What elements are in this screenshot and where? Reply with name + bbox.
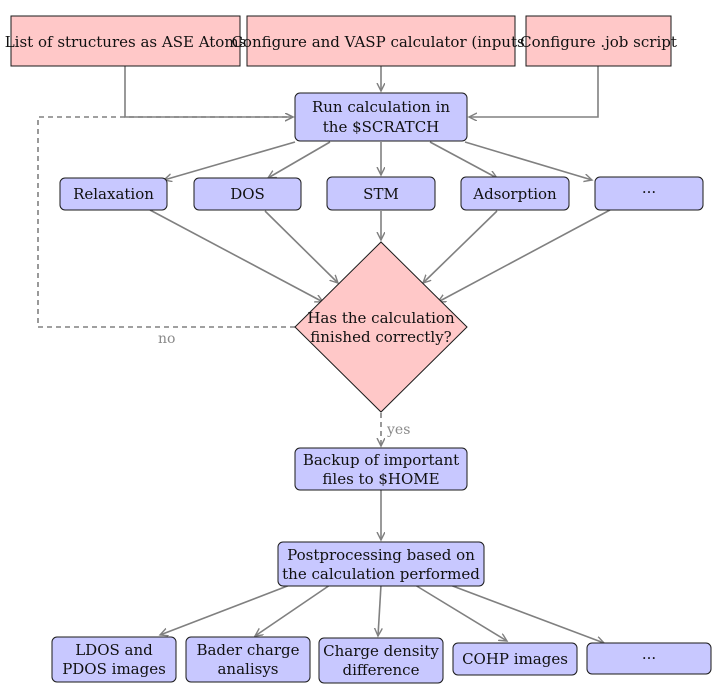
calc-dos-label: DOS xyxy=(230,185,265,203)
postprocessing-line1: Postprocessing based on xyxy=(287,546,475,564)
arrow-post-to-bader xyxy=(255,584,331,636)
arrow-run-to-relaxation xyxy=(164,141,296,180)
calc-adsorption-label: Adsorption xyxy=(472,185,557,203)
arrow-run-to-more xyxy=(464,141,592,180)
input-job-label: Configure .job script xyxy=(520,33,677,51)
backup-line2: files to $HOME xyxy=(322,470,439,488)
calc-relaxation-box: Relaxation xyxy=(59,177,168,211)
decision-line2: finished correctly? xyxy=(310,328,451,346)
arrow-dos-to-decision xyxy=(264,210,338,283)
output-ldos-line1: LDOS and xyxy=(75,641,153,659)
arrow-run-to-dos xyxy=(268,141,331,178)
backup-box: Backup of important files to $HOME xyxy=(294,447,468,491)
input-vasp-label: Configure and VASP calculator (inputs) xyxy=(231,33,530,51)
postprocessing-box: Postprocessing based on the calculation … xyxy=(277,541,485,587)
no-label: no xyxy=(158,331,175,347)
output-ldos-line2: PDOS images xyxy=(62,660,166,678)
output-bader-line1: Bader charge xyxy=(196,641,299,659)
arrow-more-to-decision xyxy=(438,209,611,302)
calc-stm-label: STM xyxy=(363,185,399,203)
output-charge-line1: Charge density xyxy=(323,642,439,660)
connectors xyxy=(37,65,611,643)
calc-more-label: ··· xyxy=(642,183,656,201)
decision-line1: Has the calculation xyxy=(307,309,455,327)
arrow-post-to-more xyxy=(449,584,604,643)
output-charge-box: Charge density difference xyxy=(318,637,444,684)
input-job-box: Configure .job script xyxy=(520,15,677,67)
output-bader-line2: analisys xyxy=(217,660,278,678)
calc-adsorption-box: Adsorption xyxy=(460,176,570,211)
backup-line1: Backup of important xyxy=(303,451,459,469)
output-more-box: ··· xyxy=(586,642,712,675)
calc-more-box: ··· xyxy=(594,176,704,211)
input-structures-label: List of structures as ASE Atoms xyxy=(5,33,247,51)
calc-stm-box: STM xyxy=(326,176,436,211)
arrow-post-to-ldos xyxy=(160,584,291,635)
output-charge-line2: difference xyxy=(343,661,420,679)
arrow-job-to-run xyxy=(469,65,599,117)
output-cohp-box: COHP images xyxy=(452,642,578,676)
arrow-run-to-adsorption xyxy=(429,141,497,178)
postprocessing-line2: the calculation performed xyxy=(282,565,480,583)
arrow-adsorption-to-decision xyxy=(423,210,498,283)
yes-label: yes xyxy=(386,422,410,438)
run-line2: the $SCRATCH xyxy=(323,118,440,136)
output-more-label: ··· xyxy=(642,649,656,667)
run-calculation-box: Run calculation in the $SCRATCH xyxy=(294,92,468,142)
calc-dos-box: DOS xyxy=(193,177,302,211)
decision-diamond: Has the calculation finished correctly? xyxy=(294,241,468,413)
input-vasp-box: Configure and VASP calculator (inputs) xyxy=(231,15,531,67)
run-line1: Run calculation in xyxy=(312,98,450,116)
arrow-no-loop xyxy=(37,117,295,328)
arrow-relaxation-to-decision xyxy=(149,209,323,302)
input-structures-box: List of structures as ASE Atoms xyxy=(5,15,247,67)
arrow-post-to-charge xyxy=(378,584,381,636)
output-bader-box: Bader charge analisys xyxy=(185,636,311,683)
output-ldos-box: LDOS and PDOS images xyxy=(51,636,177,683)
arrow-structures-to-run xyxy=(124,65,293,117)
output-cohp-label: COHP images xyxy=(462,650,568,668)
arrow-post-to-cohp xyxy=(414,584,507,641)
calc-relaxation-label: Relaxation xyxy=(73,185,154,203)
